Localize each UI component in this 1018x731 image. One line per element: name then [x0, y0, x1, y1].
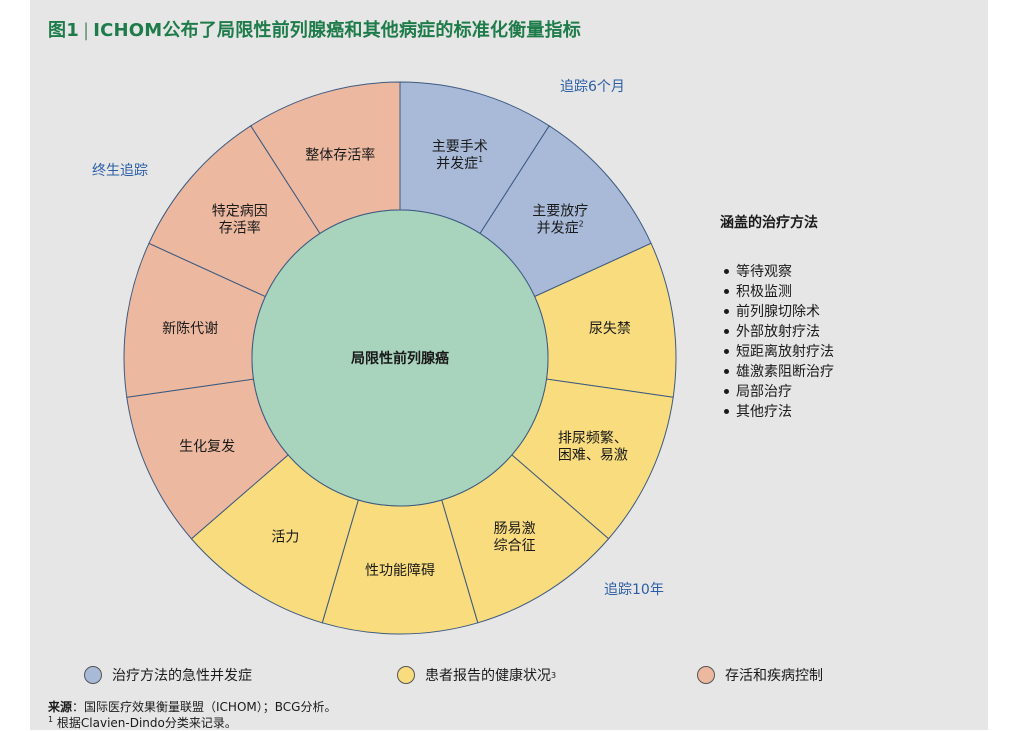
- treatments-list: 等待观察 积极监测 前列腺切除术 外部放射疗法 短距离放射疗法 雄激素阻断治疗 …: [724, 262, 834, 422]
- treatment-item: 雄激素阻断治疗: [724, 362, 834, 382]
- legend-swatch-pro: [397, 666, 415, 684]
- bullet-icon: [724, 308, 729, 314]
- wheel-segments: 主要手术并发症1 主要放疗并发症2 尿失禁排尿频繁、困难、易激肠易激综合征性功能障碍…: [123, 81, 677, 635]
- center-circle: [251, 209, 549, 507]
- legend-pro-footnote: 3: [551, 670, 557, 680]
- treatment-item: 短距离放射疗法: [724, 342, 834, 362]
- footnote: 1 根据Clavien-Dindo分类来记录。: [48, 714, 237, 731]
- bullet-icon: [724, 268, 729, 274]
- bullet-icon: [724, 408, 729, 414]
- footnote-marker: 1: [48, 715, 54, 724]
- legend-acute: 治疗方法的急性并发症: [84, 664, 252, 686]
- title-separator: |: [82, 20, 90, 41]
- bullet-icon: [724, 368, 729, 374]
- segment-label: 活力: [271, 529, 299, 545]
- figure-title: 图1|ICHOM公布了局限性前列腺癌和其他病症的标准化衡量指标: [48, 16, 581, 42]
- treatment-item: 外部放射疗法: [724, 322, 834, 342]
- legend-label-survival: 存活和疾病控制: [725, 668, 823, 684]
- legend-label-acute: 治疗方法的急性并发症: [112, 668, 252, 684]
- segment-label: 尿失禁: [589, 321, 631, 337]
- legend-swatch-acute: [84, 666, 102, 684]
- treatment-item: 局部治疗: [724, 382, 834, 402]
- center-label: 局限性前列腺癌: [351, 350, 449, 367]
- bullet-icon: [724, 328, 729, 334]
- tracking-ten-years: 追踪10年: [604, 582, 664, 598]
- footnote-text: 根据Clavien-Dindo分类来记录。: [53, 716, 237, 730]
- segment-label: 肠易激综合征: [494, 520, 536, 554]
- bullet-icon: [724, 388, 729, 394]
- legend-swatch-survival: [697, 666, 715, 684]
- figure-title-text: ICHOM公布了局限性前列腺癌和其他病症的标准化衡量指标: [93, 20, 581, 41]
- segment-label: 生化复发: [179, 438, 235, 455]
- figure-number: 图1: [48, 20, 79, 41]
- treatment-item: 其他疗法: [724, 402, 834, 422]
- segment-label: 主要手术并发症1: [432, 139, 488, 172]
- bullet-icon: [724, 348, 729, 354]
- segment-label: 特定病因存活率: [212, 204, 268, 237]
- segment-label: 排尿频繁、困难、易激: [558, 431, 628, 464]
- treatment-item: 等待观察: [724, 262, 834, 282]
- tracking-lifelong: 终生追踪: [92, 163, 148, 179]
- source-text: ：国际医疗效果衡量联盟（ICHOM）；BCG分析。: [72, 700, 337, 714]
- segment-label: 主要放疗并发症2: [532, 204, 588, 237]
- segment-label: 性功能障碍: [365, 563, 435, 579]
- legend-label-pro: 患者报告的健康状况: [425, 668, 551, 684]
- source-note: 来源：国际医疗效果衡量联盟（ICHOM）；BCG分析。: [48, 698, 336, 715]
- legend-survival: 存活和疾病控制: [697, 664, 823, 686]
- tracking-six-months: 追踪6个月: [560, 79, 625, 95]
- treatments-title: 涵盖的治疗方法: [720, 215, 818, 231]
- segment-label: 新陈代谢: [162, 320, 218, 337]
- treatment-item: 积极监测: [724, 282, 834, 302]
- segment-label: 整体存活率: [305, 147, 375, 164]
- bullet-icon: [724, 288, 729, 294]
- source-label: 来源: [48, 700, 73, 714]
- treatment-item: 前列腺切除术: [724, 302, 834, 322]
